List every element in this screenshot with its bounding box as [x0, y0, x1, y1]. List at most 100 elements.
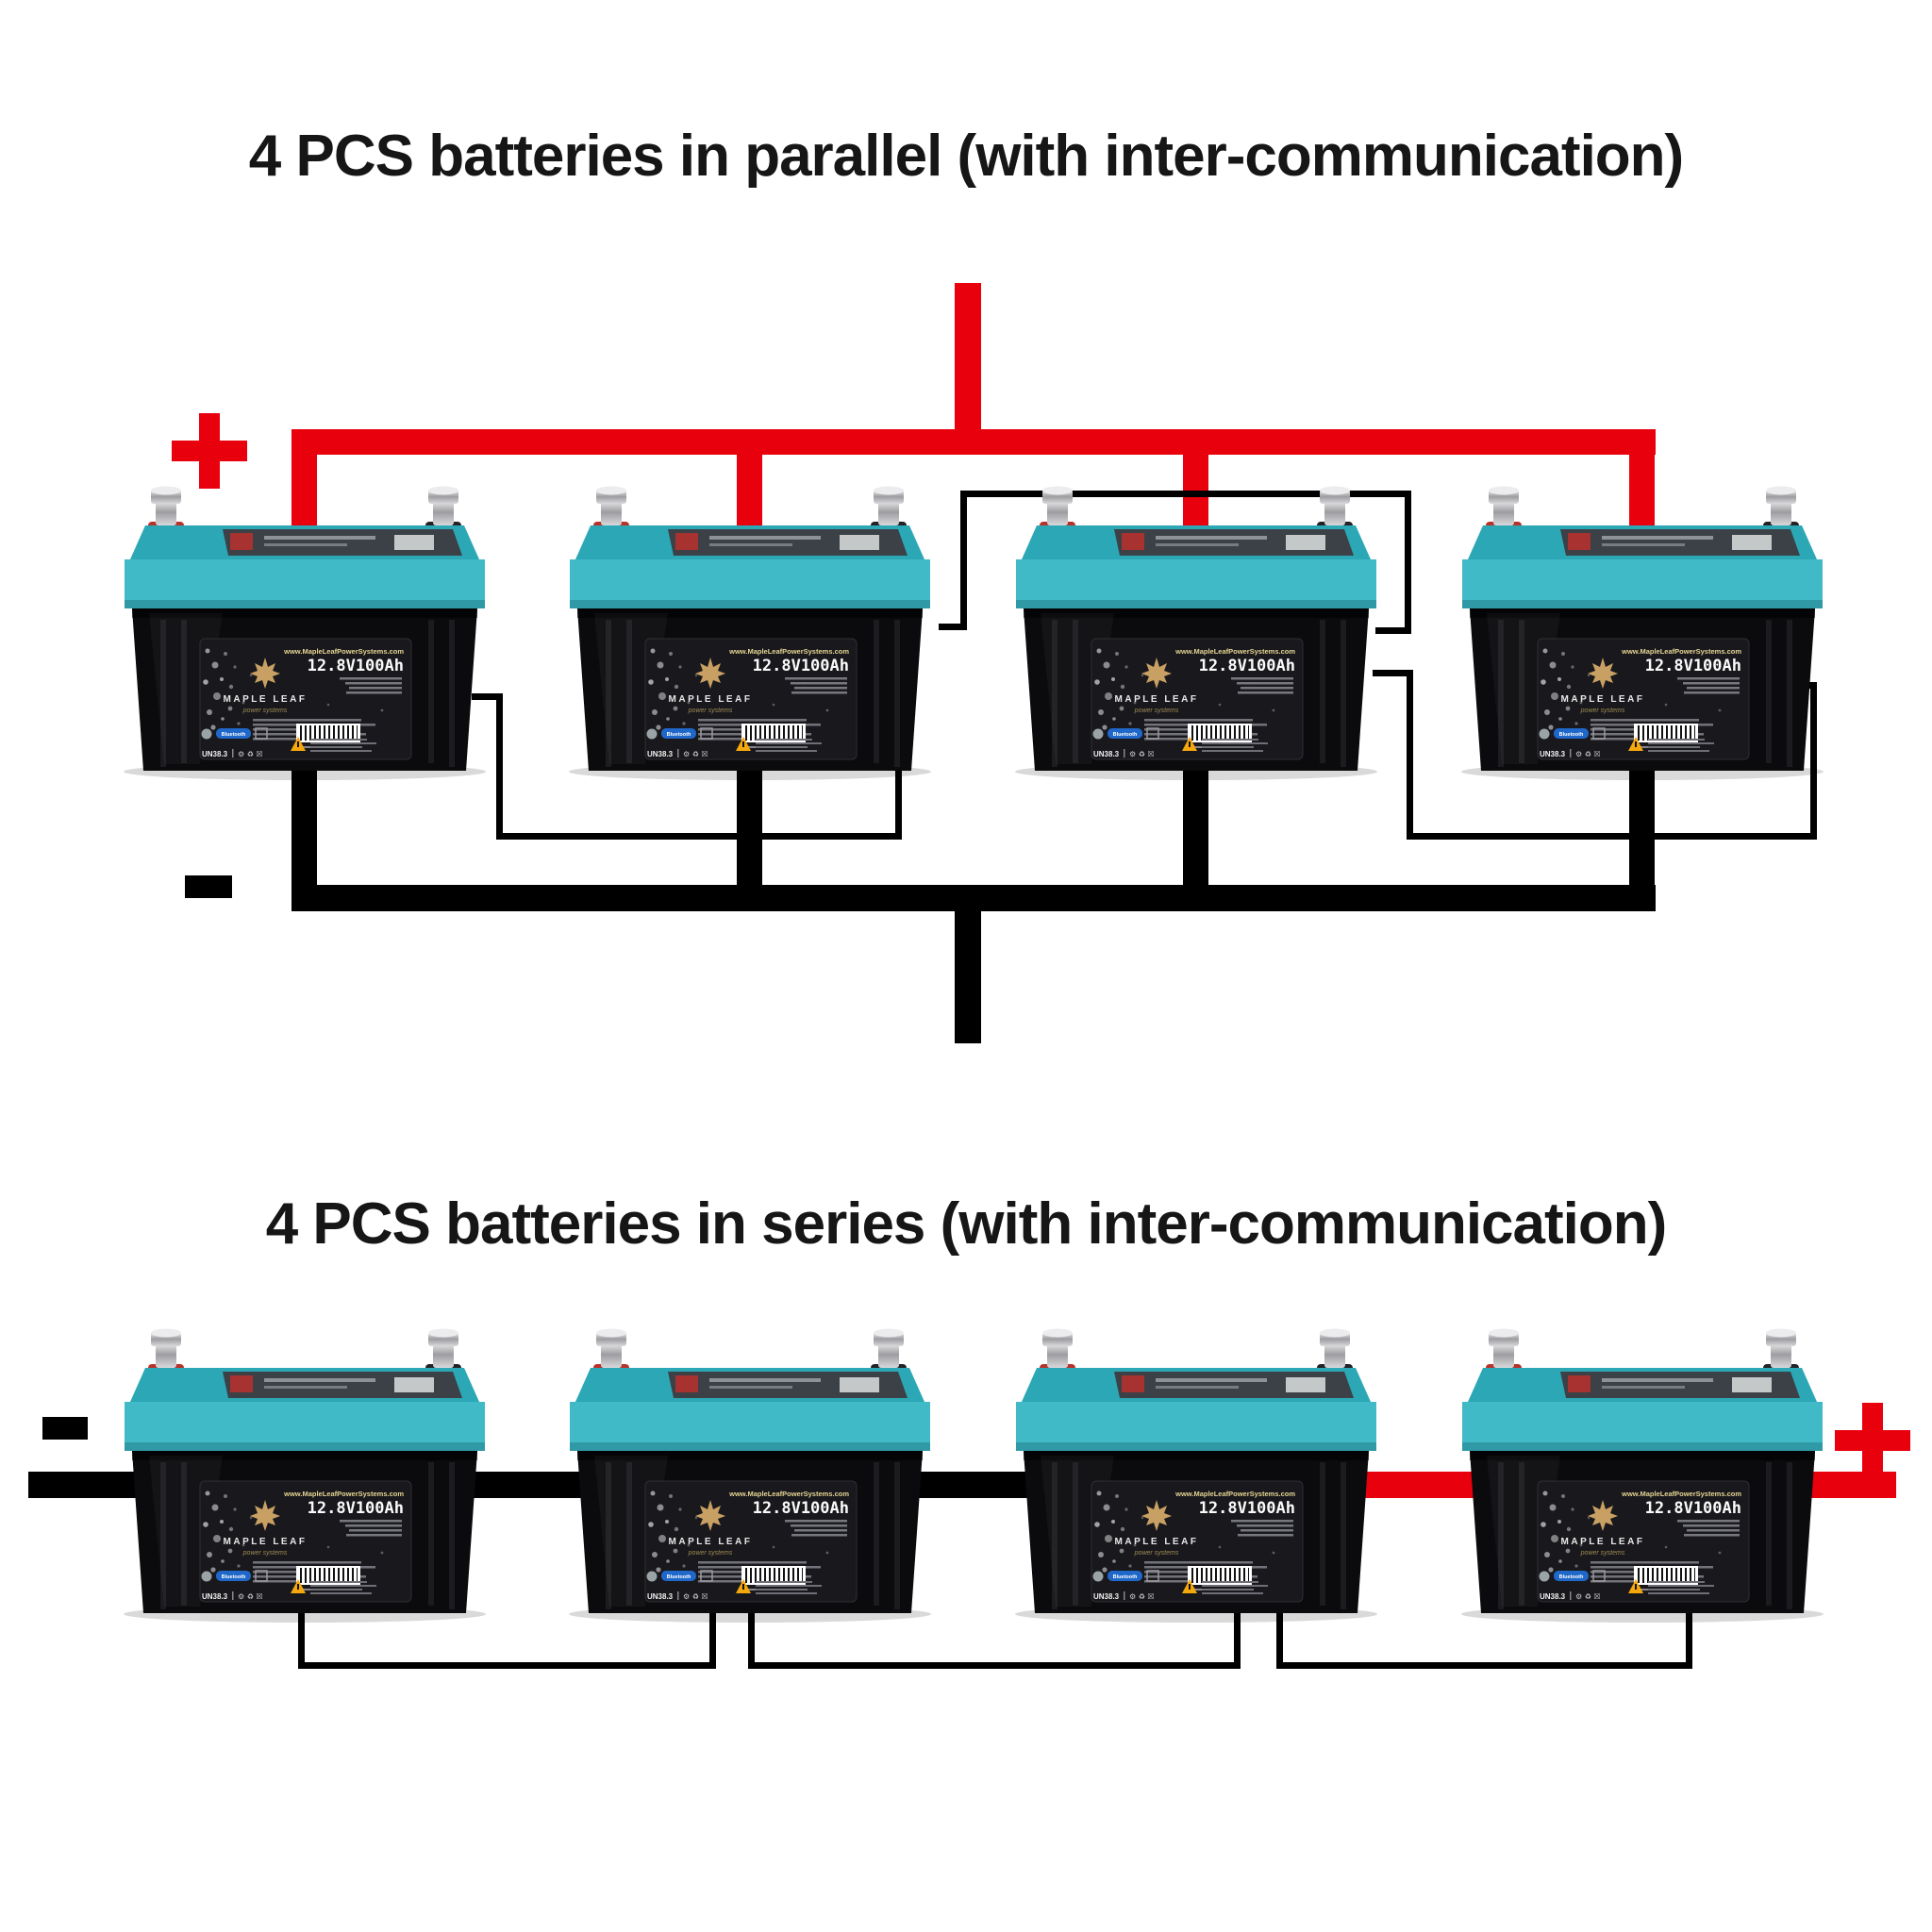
svg-text:Bluetooth: Bluetooth: [1559, 1574, 1584, 1580]
positive-terminal-bolt: [593, 486, 629, 530]
maple-leaf-logo: [1141, 1500, 1172, 1531]
label-capacity-text: 12.8V100Ah: [1199, 657, 1295, 675]
label-website-text: www.MapleLeafPowerSystems.com: [283, 647, 404, 656]
comm-wire-1-2-horizontal: [496, 833, 902, 840]
label-cert-glyphs: ⚙ ♻ ☒: [238, 750, 263, 758]
negative-feed-stub: [955, 911, 981, 1043]
positive-terminal-bolt: [148, 486, 184, 530]
box-icon: [1146, 1570, 1159, 1582]
negative-riser-battery-4: [1629, 766, 1655, 885]
warning-triangle-icon: [736, 737, 751, 751]
battery-8: www.MapleLeafPowerSystems.com 12.8V100Ah…: [1449, 1328, 1836, 1625]
negative-terminal-bolt: [871, 486, 907, 530]
series-comm-2-3-horizontal: [748, 1662, 1241, 1669]
minus-symbol-parallel: [185, 875, 232, 898]
battery-illustration: www.MapleLeafPowerSystems.com 12.8V100Ah…: [569, 486, 931, 780]
positive-bus: [291, 429, 1656, 455]
warning-triangle-icon: [1182, 1579, 1197, 1593]
battery-1: www.MapleLeafPowerSystems.com 12.8V100Ah…: [111, 486, 498, 783]
battery-illustration: www.MapleLeafPowerSystems.com 12.8V100Ah…: [124, 1328, 486, 1623]
label-warning-lines: [1202, 739, 1268, 752]
label-un-code: UN38.3: [647, 1592, 674, 1601]
battery-6: www.MapleLeafPowerSystems.com 12.8V100Ah…: [557, 1328, 943, 1625]
label-speckle-texture: [1541, 1491, 1722, 1573]
label-tagline-text: power systems: [688, 708, 733, 714]
maple-leaf-logo: [1588, 1500, 1618, 1531]
label-tagline-text: power systems: [1134, 1550, 1179, 1557]
box-icon: [255, 727, 268, 740]
box-icon: [1592, 1570, 1606, 1582]
battery-illustration: www.MapleLeafPowerSystems.com 12.8V100Ah…: [569, 1328, 931, 1623]
bluetooth-badge: Bluetooth: [661, 1571, 696, 1581]
label-speckle-texture: [1094, 648, 1275, 730]
warning-triangle-icon: [1182, 737, 1197, 751]
cert-circle-icon: [1092, 1571, 1104, 1582]
battery-lid: [1462, 525, 1823, 608]
label-cert-glyphs: ⚙ ♻ ☒: [683, 750, 708, 758]
box-icon: [700, 727, 713, 740]
label-barcode: [1634, 1566, 1698, 1591]
comm-wire-1-2-up-leg: [895, 766, 902, 840]
battery-lid: [125, 525, 485, 608]
label-brand-text: MAPLE LEAF: [669, 694, 753, 705]
positive-terminal-bolt: [1486, 1328, 1522, 1373]
label-info-lines-right: [1677, 1520, 1740, 1537]
label-warning-lines: [756, 739, 822, 752]
plus-symbol-series: [1835, 1403, 1910, 1478]
bluetooth-badge: Bluetooth: [1554, 728, 1589, 739]
battery-lid: [1016, 525, 1376, 608]
label-capacity-text: 12.8V100Ah: [308, 1499, 404, 1518]
battery-lid: [1462, 1368, 1823, 1451]
battery-illustration: www.MapleLeafPowerSystems.com 12.8V100Ah…: [1461, 1328, 1824, 1623]
label-speckle-texture: [1541, 648, 1722, 730]
label-tagline-text: power systems: [688, 1550, 733, 1557]
negative-riser-battery-3: [1183, 766, 1208, 885]
label-un-code: UN38.3: [1093, 1592, 1120, 1601]
battery-product-label: www.MapleLeafPowerSystems.com 12.8V100Ah…: [1091, 638, 1304, 760]
battery-product-label: www.MapleLeafPowerSystems.com 12.8V100Ah…: [644, 638, 858, 760]
label-tagline-text: power systems: [1134, 708, 1179, 714]
comm-wire-3-4-horizontal: [1407, 833, 1817, 840]
negative-bus: [291, 885, 1656, 911]
svg-text:Bluetooth: Bluetooth: [1113, 1574, 1138, 1580]
svg-text:Bluetooth: Bluetooth: [222, 1574, 246, 1580]
label-tagline-text: power systems: [1580, 708, 1625, 714]
cert-circle-icon: [646, 728, 658, 740]
battery-product-label: www.MapleLeafPowerSystems.com 12.8V100Ah…: [199, 1480, 412, 1603]
label-warning-lines: [1648, 739, 1714, 752]
series-comm-1-2-horizontal: [298, 1662, 716, 1669]
comm-wire-2-3-right-leg: [1405, 491, 1411, 634]
maple-leaf-logo: [695, 658, 725, 689]
negative-riser-battery-2: [737, 766, 762, 885]
label-website-text: www.MapleLeafPowerSystems.com: [1621, 1490, 1741, 1498]
warning-triangle-icon: [1628, 737, 1643, 751]
label-warning-lines: [1648, 1581, 1714, 1594]
maple-leaf-logo: [250, 658, 280, 689]
battery-3: www.MapleLeafPowerSystems.com 12.8V100Ah…: [1003, 486, 1390, 783]
positive-drop-battery-1: [291, 455, 317, 526]
label-brand-text: MAPLE LEAF: [224, 694, 308, 705]
label-cert-glyphs: ⚙ ♻ ☒: [1575, 750, 1601, 758]
battery-lid: [570, 1368, 930, 1451]
series-comm-3-4-right-leg: [1686, 1609, 1692, 1669]
svg-text:Bluetooth: Bluetooth: [1113, 732, 1138, 738]
battery-lid: [1016, 1368, 1376, 1451]
label-brand-text: MAPLE LEAF: [1115, 1537, 1199, 1547]
positive-terminal-bolt: [1486, 486, 1522, 530]
battery-illustration: www.MapleLeafPowerSystems.com 12.8V100Ah…: [1461, 486, 1824, 780]
label-cert-glyphs: ⚙ ♻ ☒: [1575, 1592, 1601, 1601]
svg-text:Bluetooth: Bluetooth: [667, 732, 691, 738]
battery-illustration: www.MapleLeafPowerSystems.com 12.8V100Ah…: [1015, 486, 1377, 780]
label-capacity-text: 12.8V100Ah: [1645, 1499, 1741, 1518]
label-un-code: UN38.3: [202, 1592, 228, 1601]
label-info-lines-right: [1231, 1520, 1293, 1537]
label-website-text: www.MapleLeafPowerSystems.com: [728, 1490, 849, 1498]
positive-terminal-bolt: [593, 1328, 629, 1373]
series-comm-3-4-horizontal: [1276, 1662, 1692, 1669]
parallel-diagram-title: 4 PCS batteries in parallel (with inter-…: [248, 124, 1684, 189]
label-capacity-text: 12.8V100Ah: [753, 657, 849, 675]
warning-triangle-icon: [736, 1579, 751, 1593]
series-comm-1-2-left-leg: [298, 1609, 305, 1669]
label-brand-text: MAPLE LEAF: [669, 1537, 753, 1547]
label-info-lines-right: [340, 1520, 402, 1537]
